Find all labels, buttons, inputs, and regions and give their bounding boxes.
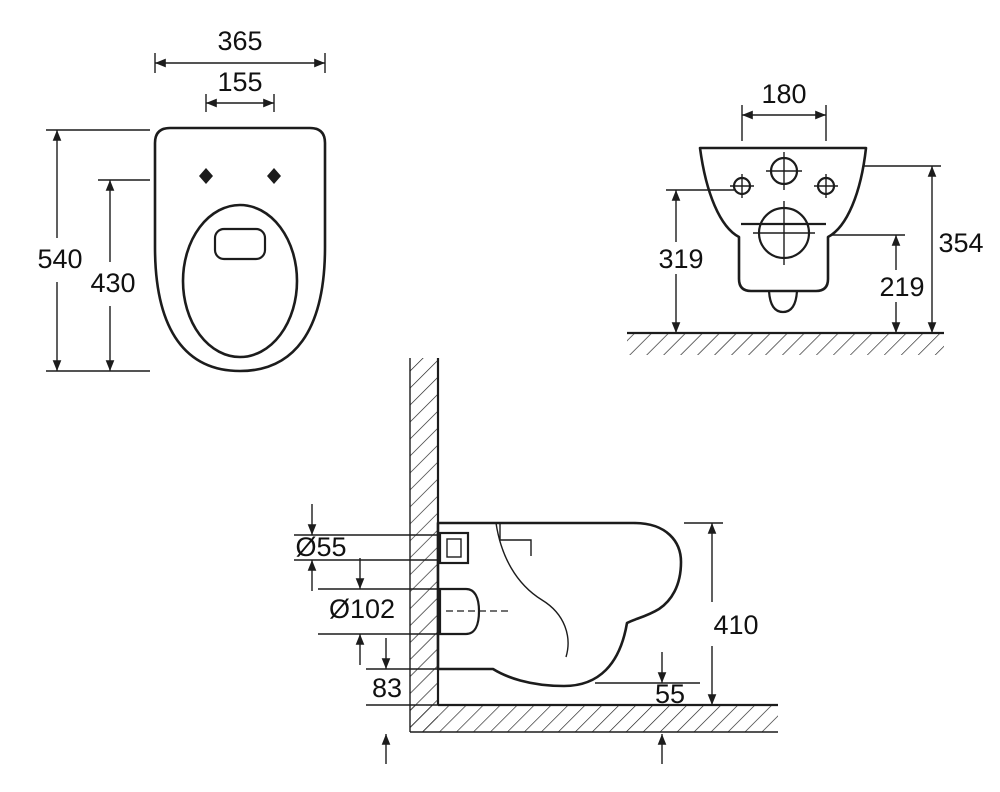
floor-hatch <box>410 705 778 732</box>
seat-opening <box>181 203 299 359</box>
flush-inlet <box>213 227 267 261</box>
outlet-hole <box>753 201 815 265</box>
dim-430: 430 <box>90 179 150 371</box>
dim-180: 180 <box>741 79 827 141</box>
rear-view: 180 319 354 219 <box>627 79 984 355</box>
dim-354-label: 354 <box>938 228 983 258</box>
rear-trap-arc <box>767 290 799 314</box>
hinge-mark-right <box>267 168 281 184</box>
water-inlet-hole <box>766 152 802 190</box>
dim-540-label: 540 <box>37 244 82 274</box>
wall-hatch <box>410 358 438 732</box>
dim-410: 410 <box>684 522 759 705</box>
dim-319: 319 <box>658 189 734 333</box>
fixing-hole-right <box>814 174 838 198</box>
dim-430-label: 430 <box>90 268 135 298</box>
fixing-hole-left <box>730 174 754 198</box>
dim-outlet-102: Ø102 <box>318 558 440 665</box>
front-view: 365 155 540 430 <box>37 26 327 373</box>
cistern-detail <box>499 523 532 556</box>
dim-gap-55-label: 55 <box>655 679 685 709</box>
dim-365: 365 <box>154 26 326 73</box>
dim-gap-55: 55 <box>595 652 700 764</box>
dim-83-label: 83 <box>372 673 402 703</box>
dim-410-label: 410 <box>713 610 758 640</box>
hinge-mark-left <box>199 168 213 184</box>
inner-bowl-curve <box>495 522 569 658</box>
dim-155: 155 <box>205 67 275 112</box>
dim-354: 354 <box>864 165 984 333</box>
rear-ground <box>627 331 944 355</box>
dim-83: 83 <box>366 638 438 764</box>
rear-body-outline <box>698 146 868 293</box>
dim-155-label: 155 <box>217 67 262 97</box>
dim-outlet-102-label: Ø102 <box>329 594 395 624</box>
rear-ground-hatch <box>627 334 944 355</box>
side-body-outline <box>436 521 683 688</box>
dim-219-label: 219 <box>879 272 924 302</box>
dim-180-label: 180 <box>761 79 806 109</box>
dim-365-label: 365 <box>217 26 262 56</box>
dim-540: 540 <box>37 129 150 372</box>
dim-219: 219 <box>830 234 925 333</box>
dim-inlet-55-label: Ø55 <box>295 532 346 562</box>
dim-319-label: 319 <box>658 244 703 274</box>
inlet-fitting <box>438 531 470 565</box>
inlet-fitting-inner <box>446 538 462 558</box>
dim-inlet-55: Ø55 <box>294 504 440 591</box>
side-view: Ø55 Ø102 83 410 55 <box>294 358 778 764</box>
